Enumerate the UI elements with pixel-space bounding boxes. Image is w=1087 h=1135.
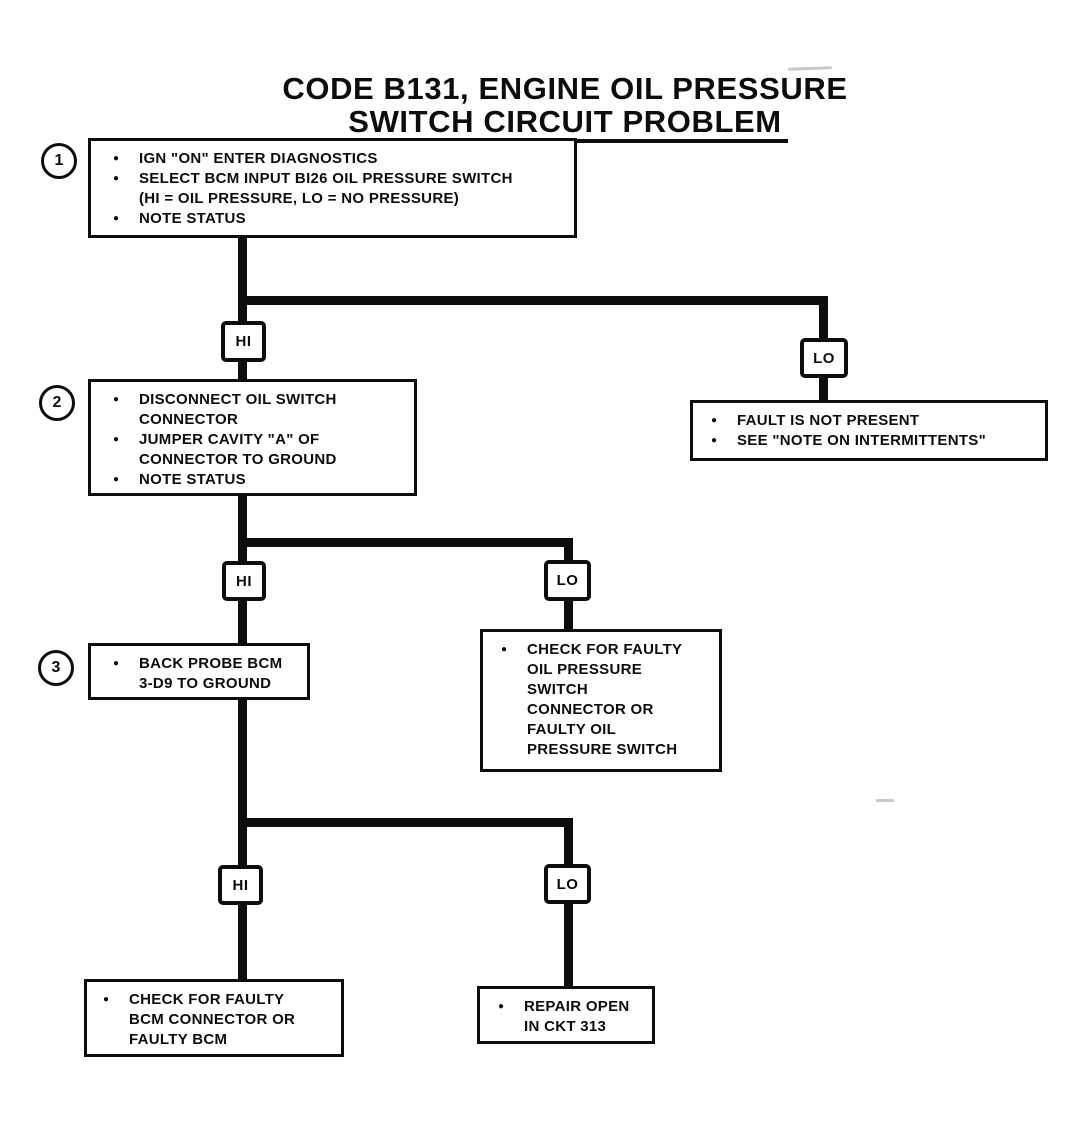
- bullet-icon: ●: [113, 173, 120, 184]
- bullet-text: FAULT IS NOT PRESENT: [737, 412, 920, 429]
- connector-lo1-to-fault-box: [819, 377, 828, 401]
- connector-branch2-hi-drop: [238, 547, 247, 562]
- bullet-icon: ●: [103, 994, 110, 1005]
- bullet-icon: ●: [113, 153, 120, 164]
- list-item: ● SEE "NOTE ON INTERMITTENTS": [709, 431, 1037, 451]
- list-item: ● CHECK FOR FAULTY BCM CONNECTOR OR FAUL…: [101, 990, 333, 1050]
- bullet-text: JUMPER CAVITY "A" OF CONNECTOR TO GROUND: [139, 431, 337, 468]
- connector-step2-stem: [238, 494, 247, 547]
- bullet-icon: ●: [113, 658, 120, 669]
- list-item: ● IGN "ON" ENTER DIAGNOSTICS: [111, 149, 566, 169]
- connector-branch1-hi-drop: [238, 305, 247, 323]
- bullet-icon: ●: [711, 415, 718, 426]
- branch-2-hi-label: HI: [222, 561, 266, 601]
- step-3-box: ● BACK PROBE BCM 3-D9 TO GROUND: [88, 643, 310, 700]
- connector-hi2-to-step3: [238, 600, 247, 643]
- connector-lo3-to-repair-box: [564, 903, 573, 987]
- bullet-text: CHECK FOR FAULTY BCM CONNECTOR OR FAULTY…: [129, 991, 296, 1048]
- list-item: ● BACK PROBE BCM 3-D9 TO GROUND: [111, 654, 299, 694]
- branch-2-lo-label: LO: [544, 560, 591, 601]
- repair-open-box: ● REPAIR OPEN IN CKT 313: [477, 986, 655, 1044]
- bullet-text: IGN "ON" ENTER DIAGNOSTICS: [139, 150, 378, 167]
- step-3-number: 3: [38, 650, 74, 686]
- connector-branch1-horizontal: [238, 296, 828, 305]
- branch-1-hi-label: HI: [221, 321, 266, 362]
- bullet-text: SELECT BCM INPUT BI26 OIL PRESSURE SWITC…: [139, 170, 513, 207]
- list-item: ● NOTE STATUS: [111, 209, 566, 229]
- branch-1-lo-label: LO: [800, 338, 848, 378]
- bullet-text: BACK PROBE BCM 3-D9 TO GROUND: [139, 655, 283, 692]
- list-item: ● REPAIR OPEN IN CKT 313: [496, 997, 644, 1037]
- step-1-number: 1: [41, 143, 77, 179]
- connector-branch3-hi-drop: [238, 827, 247, 866]
- bullet-icon: ●: [113, 213, 120, 224]
- check-oil-switch-box: ● CHECK FOR FAULTY OIL PRESSURE SWITCH C…: [480, 629, 722, 772]
- bullet-icon: ●: [498, 1001, 505, 1012]
- branch-3-hi-label: HI: [218, 865, 263, 905]
- connector-lo2-to-check-box: [564, 599, 573, 630]
- bullet-text: CHECK FOR FAULTY OIL PRESSURE SWITCH CON…: [527, 641, 683, 758]
- list-item: ● JUMPER CAVITY "A" OF CONNECTOR TO GROU…: [111, 430, 406, 470]
- connector-step3-stem: [238, 699, 247, 827]
- connector-branch3-horizontal: [238, 818, 573, 827]
- bullet-icon: ●: [113, 394, 120, 405]
- step-2-box: ● DISCONNECT OIL SWITCH CONNECTOR ● JUMP…: [88, 379, 417, 496]
- bullet-text: NOTE STATUS: [139, 471, 246, 488]
- step-1-box: ● IGN "ON" ENTER DIAGNOSTICS ● SELECT BC…: [88, 138, 577, 238]
- connector-hi1-to-step2: [238, 361, 247, 380]
- branch-3-lo-label: LO: [544, 864, 591, 904]
- connector-step1-stem: [238, 236, 247, 305]
- connector-hi3-to-check-bcm-box: [238, 904, 247, 980]
- bullet-text: SEE "NOTE ON INTERMITTENTS": [737, 432, 987, 449]
- connector-branch2-horizontal: [238, 538, 573, 547]
- bullet-text: DISCONNECT OIL SWITCH CONNECTOR: [139, 391, 337, 428]
- list-item: ● CHECK FOR FAULTY OIL PRESSURE SWITCH C…: [499, 640, 711, 760]
- list-item: ● SELECT BCM INPUT BI26 OIL PRESSURE SWI…: [111, 169, 566, 209]
- connector-branch1-lo-drop: [819, 305, 828, 339]
- list-item: ● FAULT IS NOT PRESENT: [709, 411, 1037, 431]
- bullet-icon: ●: [501, 644, 508, 655]
- check-bcm-box: ● CHECK FOR FAULTY BCM CONNECTOR OR FAUL…: [84, 979, 344, 1057]
- list-item: ● DISCONNECT OIL SWITCH CONNECTOR: [111, 390, 406, 430]
- bullet-text: NOTE STATUS: [139, 210, 246, 227]
- page-title: CODE B131, ENGINE OIL PRESSURE SWITCH CI…: [60, 72, 1070, 143]
- list-item: ● NOTE STATUS: [111, 470, 406, 490]
- bullet-text: REPAIR OPEN IN CKT 313: [524, 998, 630, 1035]
- title-line-1: CODE B131, ENGINE OIL PRESSURE: [282, 71, 848, 106]
- bullet-icon: ●: [113, 434, 120, 445]
- step-2-number: 2: [39, 385, 75, 421]
- bullet-icon: ●: [711, 435, 718, 446]
- fault-not-present-box: ● FAULT IS NOT PRESENT ● SEE "NOTE ON IN…: [690, 400, 1048, 461]
- connector-branch2-lo-drop: [564, 547, 573, 562]
- connector-branch3-lo-drop: [564, 827, 573, 865]
- scan-artifact: [876, 799, 894, 802]
- bullet-icon: ●: [113, 474, 120, 485]
